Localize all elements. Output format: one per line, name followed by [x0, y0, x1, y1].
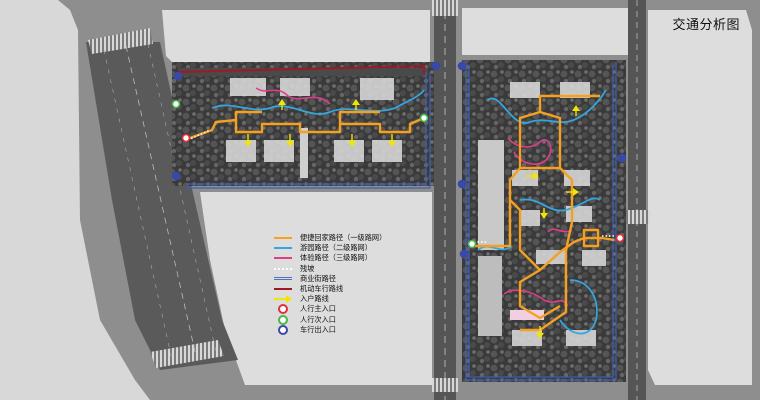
pedestrian-main-entrance-east [615, 233, 625, 243]
crosswalk-north [88, 28, 153, 54]
pedestrian-secondary-entrance-center [467, 239, 477, 249]
legend-label: 商业街路径 [300, 273, 336, 283]
crosswalk-center [432, 0, 458, 16]
primary-routes [189, 94, 615, 332]
vehicle-entrance-6 [459, 249, 469, 259]
entrance-markers [171, 61, 627, 259]
green-circle-icon [274, 314, 292, 325]
blue-circle-icon [274, 324, 292, 335]
legend-label: 人行主入口 [300, 304, 336, 314]
legend-label: 体验路径（三级路网） [300, 253, 372, 263]
northeast-block [462, 8, 628, 55]
legend-label: 人行次入口 [300, 314, 336, 324]
experience-route-swatch [274, 253, 292, 263]
legend-item-vehicle-route: 机动车行路线 [274, 284, 424, 294]
vehicle-entrance-3 [431, 61, 441, 71]
legend-item-vehicle-entrance: 车行出入口 [274, 324, 424, 335]
east-block [648, 10, 752, 385]
pedestrian-secondary-entrance-north [419, 113, 429, 123]
legend-item-secondary-route: 游园路径（二级路网） [274, 243, 424, 253]
west-block [0, 0, 150, 400]
ramp-routes [187, 129, 614, 243]
crosswalk-east [624, 210, 650, 224]
vehicle-entrance-2 [171, 171, 181, 181]
legend-label: 便捷回家路径（一级路网） [300, 233, 387, 243]
vehicle-entrance-5 [457, 179, 467, 189]
north-block [162, 10, 430, 62]
legend-item-ramp: 残坡 [274, 264, 424, 274]
vehicle-entrance-1 [173, 71, 183, 81]
secondary-route-swatch [274, 243, 292, 253]
legend-item-primary-route: 便捷回家路径（一级路网） [274, 233, 424, 243]
legend-label: 入户路线 [300, 294, 329, 304]
vehicle-entrance-4 [457, 61, 467, 71]
east-parcel [462, 60, 626, 382]
entry-arrows [244, 99, 580, 339]
secondary-routes [211, 89, 607, 335]
east-road [624, 0, 650, 400]
legend-item-experience-route: 体验路径（三级路网） [274, 253, 424, 263]
legend-label: 机动车行路线 [300, 284, 344, 294]
legend-item-pedestrian-main-entrance: 人行主入口 [274, 304, 424, 315]
legend: 便捷回家路径（一级路网） 游园路径（二级路网） 体验路径（三级路网） 残坡 商业… [274, 233, 424, 335]
legend-label: 车行出入口 [300, 324, 336, 334]
crosswalk-south [150, 340, 224, 368]
legend-item-entry-route: 入户路线 [274, 294, 424, 304]
pedestrian-main-entrance-west [181, 133, 191, 143]
legend-item-commercial-street: 商业街路径 [274, 274, 424, 284]
vehicle-route-swatch [274, 284, 292, 294]
legend-background [266, 228, 432, 358]
vehicle-route [177, 64, 425, 74]
west-parcel [172, 62, 434, 186]
central-road [432, 0, 458, 400]
legend-label: 游园路径（二级路网） [300, 243, 372, 253]
commercial-street-routes [186, 62, 617, 381]
arrow-icon [274, 294, 292, 304]
map-title: 交通分析图 [672, 18, 740, 33]
ramp-swatch [274, 264, 292, 274]
legend-item-pedestrian-secondary-entrance: 人行次入口 [274, 314, 424, 325]
primary-route-swatch [274, 233, 292, 243]
commercial-street-swatch [274, 274, 292, 284]
vehicle-entrance-7 [617, 153, 627, 163]
crosswalk-center-south [432, 378, 458, 392]
pedestrian-secondary-entrance-west [171, 99, 181, 109]
main-avenue [86, 28, 238, 370]
legend-label: 残坡 [300, 263, 315, 273]
red-circle-icon [274, 304, 292, 315]
